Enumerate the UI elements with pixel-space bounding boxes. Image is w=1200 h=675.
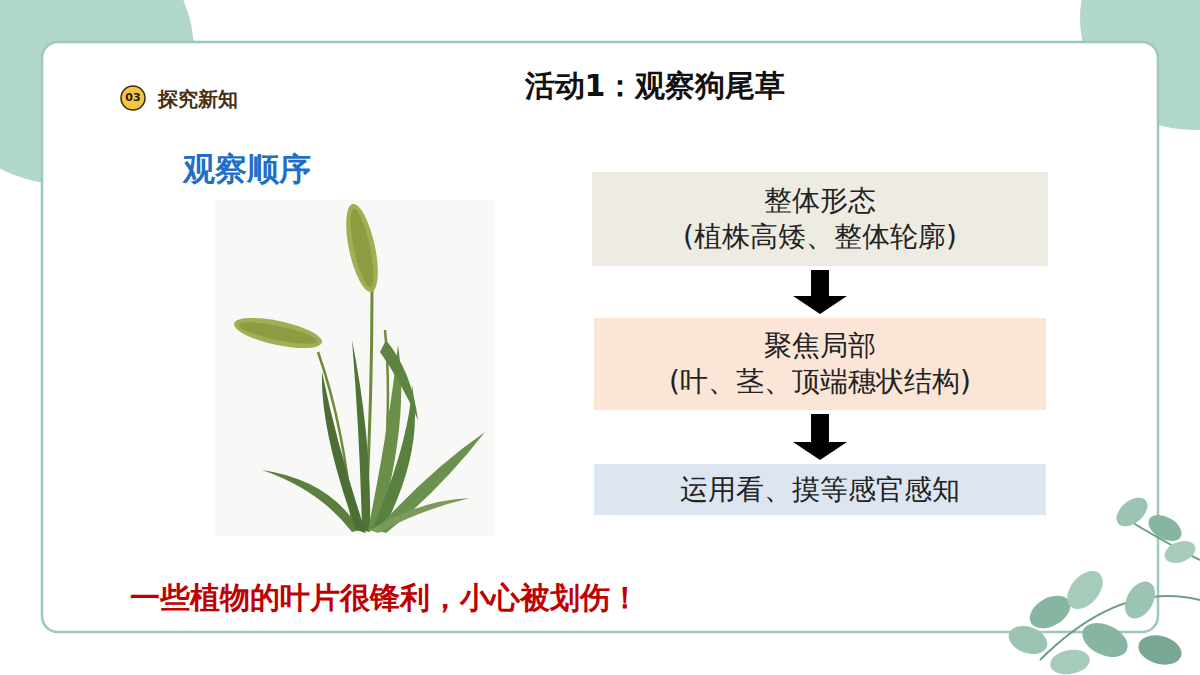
block-arrow (793, 414, 847, 460)
step-title: 运用看、摸等感官感知 (680, 472, 960, 508)
step-box: 运用看、摸等感官感知 (594, 464, 1046, 515)
content-panel (42, 42, 1158, 632)
badge-circle (121, 86, 145, 110)
slide-title: 活动1：观察狗尾草 (525, 66, 786, 107)
step-title: 整体形态 (764, 183, 876, 219)
warning-note: 一些植物的叶片很锋利，小心被划伤！ (130, 580, 640, 616)
step-title: 聚焦局部 (764, 328, 876, 364)
block-arrow (793, 270, 847, 314)
step-detail: (叶、茎、顶端穗状结构) (669, 364, 971, 400)
step-box: 整体形态(植株高矮、整体轮廓) (592, 172, 1048, 266)
subheading: 观察顺序 (183, 150, 311, 188)
step-box: 聚焦局部(叶、茎、顶端穗状结构) (594, 318, 1046, 410)
section-name: 探究新知 (158, 87, 238, 111)
section-number: 03 (125, 91, 140, 104)
plant-illustration (215, 200, 495, 536)
step-detail: (植株高矮、整体轮廓) (683, 219, 957, 255)
